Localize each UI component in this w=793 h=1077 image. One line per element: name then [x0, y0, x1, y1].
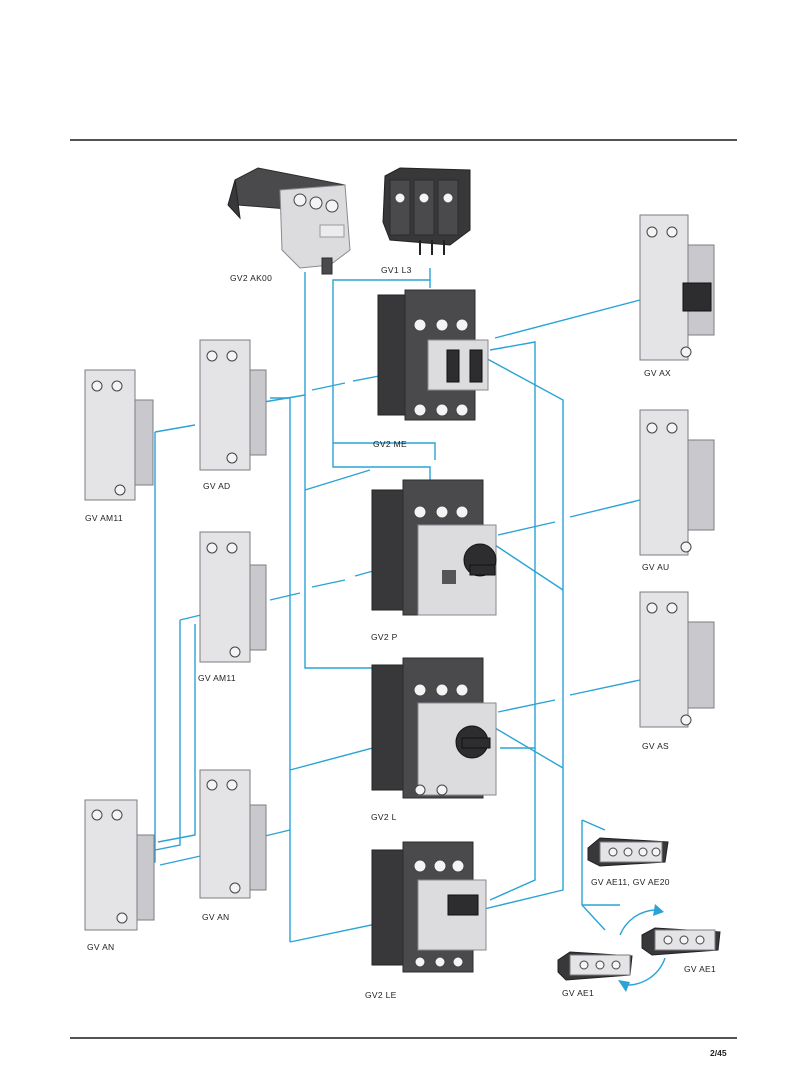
label-gv1-l3: GV1 L3 — [381, 265, 412, 275]
label-gv-as: GV AS — [642, 741, 669, 751]
label-gv-an-mid: GV AN — [202, 912, 229, 922]
label-gv-ax: GV AX — [644, 368, 671, 378]
page-number: 2/45 — [710, 1048, 727, 1058]
gv-am11-mid-device — [199, 531, 267, 663]
label-gv-am11-left: GV AM11 — [85, 513, 123, 523]
label-gv2-ak00: GV2 AK00 — [230, 273, 272, 283]
label-gv-ae1-left: GV AE1 — [562, 988, 594, 998]
label-gv2-l: GV2 L — [371, 812, 397, 822]
label-gv-au: GV AU — [642, 562, 669, 572]
gv-an-left-device — [84, 799, 155, 931]
gv-ae1-left-device — [557, 951, 633, 981]
label-gv-ae11-ae20: GV AE11, GV AE20 — [591, 877, 670, 887]
gv-ae11-ae20-device — [587, 837, 669, 867]
label-gv-ae1-right: GV AE1 — [684, 964, 716, 974]
gv1-l3-device — [382, 167, 471, 255]
gv-ad-device — [199, 339, 267, 471]
label-gv2-le: GV2 LE — [365, 990, 397, 1000]
gv2-p-device — [371, 479, 497, 616]
gv-ae1-right-device — [641, 927, 721, 956]
label-gv-am11-mid: GV AM11 — [198, 673, 236, 683]
label-gv2-me: GV2 ME — [373, 439, 407, 449]
gv2-ak00-device — [227, 167, 351, 275]
connection-lines — [131, 268, 641, 943]
label-gv-ad: GV AD — [203, 481, 230, 491]
label-gv-an-left: GV AN — [87, 942, 114, 952]
gv2-l-device — [371, 657, 497, 799]
gv-as-device — [639, 591, 715, 728]
circular-double-arrow-icon — [618, 904, 666, 992]
gv-ax-device — [639, 214, 715, 361]
gv-am11-left-device — [84, 369, 154, 501]
gv2-me-device — [377, 289, 489, 421]
label-gv2-p: GV2 P — [371, 632, 398, 642]
gv2-le-device — [371, 841, 487, 973]
gv-au-device — [639, 409, 715, 556]
gv-an-mid-device — [199, 769, 267, 899]
